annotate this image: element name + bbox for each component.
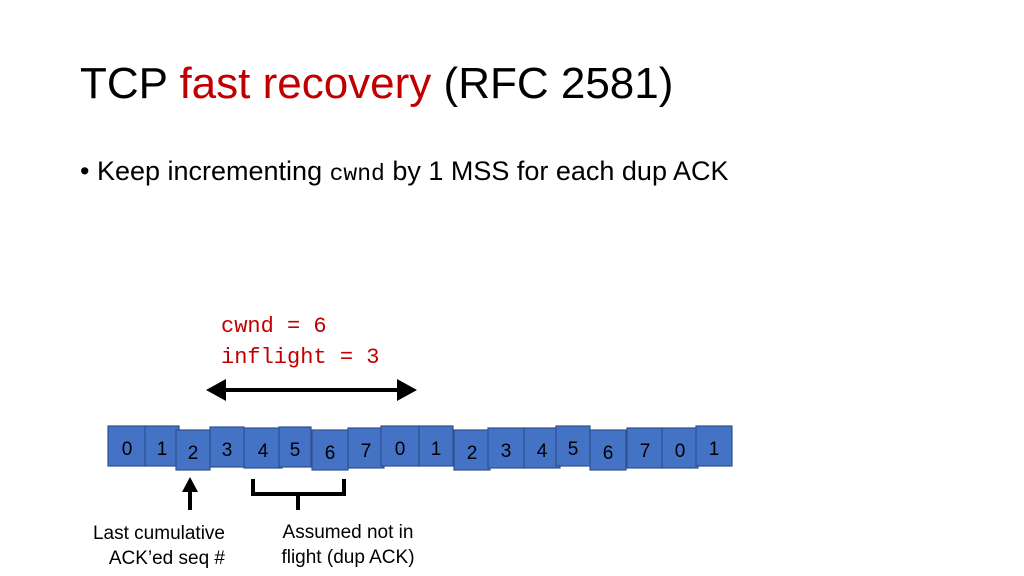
seq-number: 7 [640,441,651,462]
last-ack-arrow-head [182,477,198,492]
seq-box [626,427,664,469]
title-prefix: TCP [80,59,180,108]
window-arrow [206,379,417,401]
seq-number: 2 [188,443,199,464]
assumed-caption: Assumed not in flight (dup ACK) [262,520,434,570]
seq-box [661,427,699,469]
seq-box [523,427,561,469]
seq-number: 0 [675,441,686,462]
seq-box [555,425,591,467]
seq-number: 4 [258,441,269,462]
last-ack-caption-line1: Last cumulative [92,523,225,544]
last-ack-caption: Last cumulative ACK’ed seq # [50,521,225,571]
seq-number: 3 [222,440,233,461]
last-ack-arrow [182,477,198,510]
seq-number: 7 [361,441,372,462]
seq-box [589,429,627,471]
window-arrow-right-head [397,379,417,401]
page-title: TCP fast recovery (RFC 2581) [80,58,673,110]
bullet-point: • Keep incrementing cwnd by 1 MSS for ea… [80,154,729,191]
last-ack-caption-line2: ACK’ed seq # [108,548,225,569]
seq-number: 0 [395,439,406,460]
seq-box [107,425,147,467]
cwnd-value: cwnd = 6 [221,314,327,339]
title-suffix: (RFC 2581) [431,59,674,108]
bullet-code: cwnd [329,161,385,187]
seq-box [380,425,420,467]
seq-box [487,427,525,469]
seq-box [418,425,454,467]
title-highlight: fast recovery [179,59,432,108]
bullet-text-before: Keep incrementing [89,156,330,186]
seq-box [695,425,733,467]
seq-number: 6 [603,443,614,464]
seq-number: 0 [122,439,133,460]
bullet-marker: • [80,156,90,186]
seq-number: 1 [709,439,720,460]
seq-number: 5 [568,439,579,460]
assumed-caption-line1: Assumed not in [282,522,414,543]
assumed-caption-line2: flight (dup ACK) [281,547,415,568]
seq-box [243,427,283,469]
window-arrow-left-head [206,379,226,401]
seq-number: 5 [290,440,301,461]
seq-number: 2 [467,443,478,464]
seq-box [175,429,211,471]
seq-number: 1 [157,439,168,460]
dup-ack-bracket [251,479,346,510]
window-label: cwnd = 6 inflight = 3 [221,311,379,373]
seq-number: 1 [431,439,442,460]
seq-box [278,426,312,468]
bullet-text-after: by 1 MSS for each dup ACK [384,156,729,186]
seq-number: 6 [325,443,336,464]
seq-number: 3 [501,441,512,462]
seq-box [311,429,349,471]
seq-number: 4 [537,441,548,462]
inflight-value: inflight = 3 [221,345,380,370]
